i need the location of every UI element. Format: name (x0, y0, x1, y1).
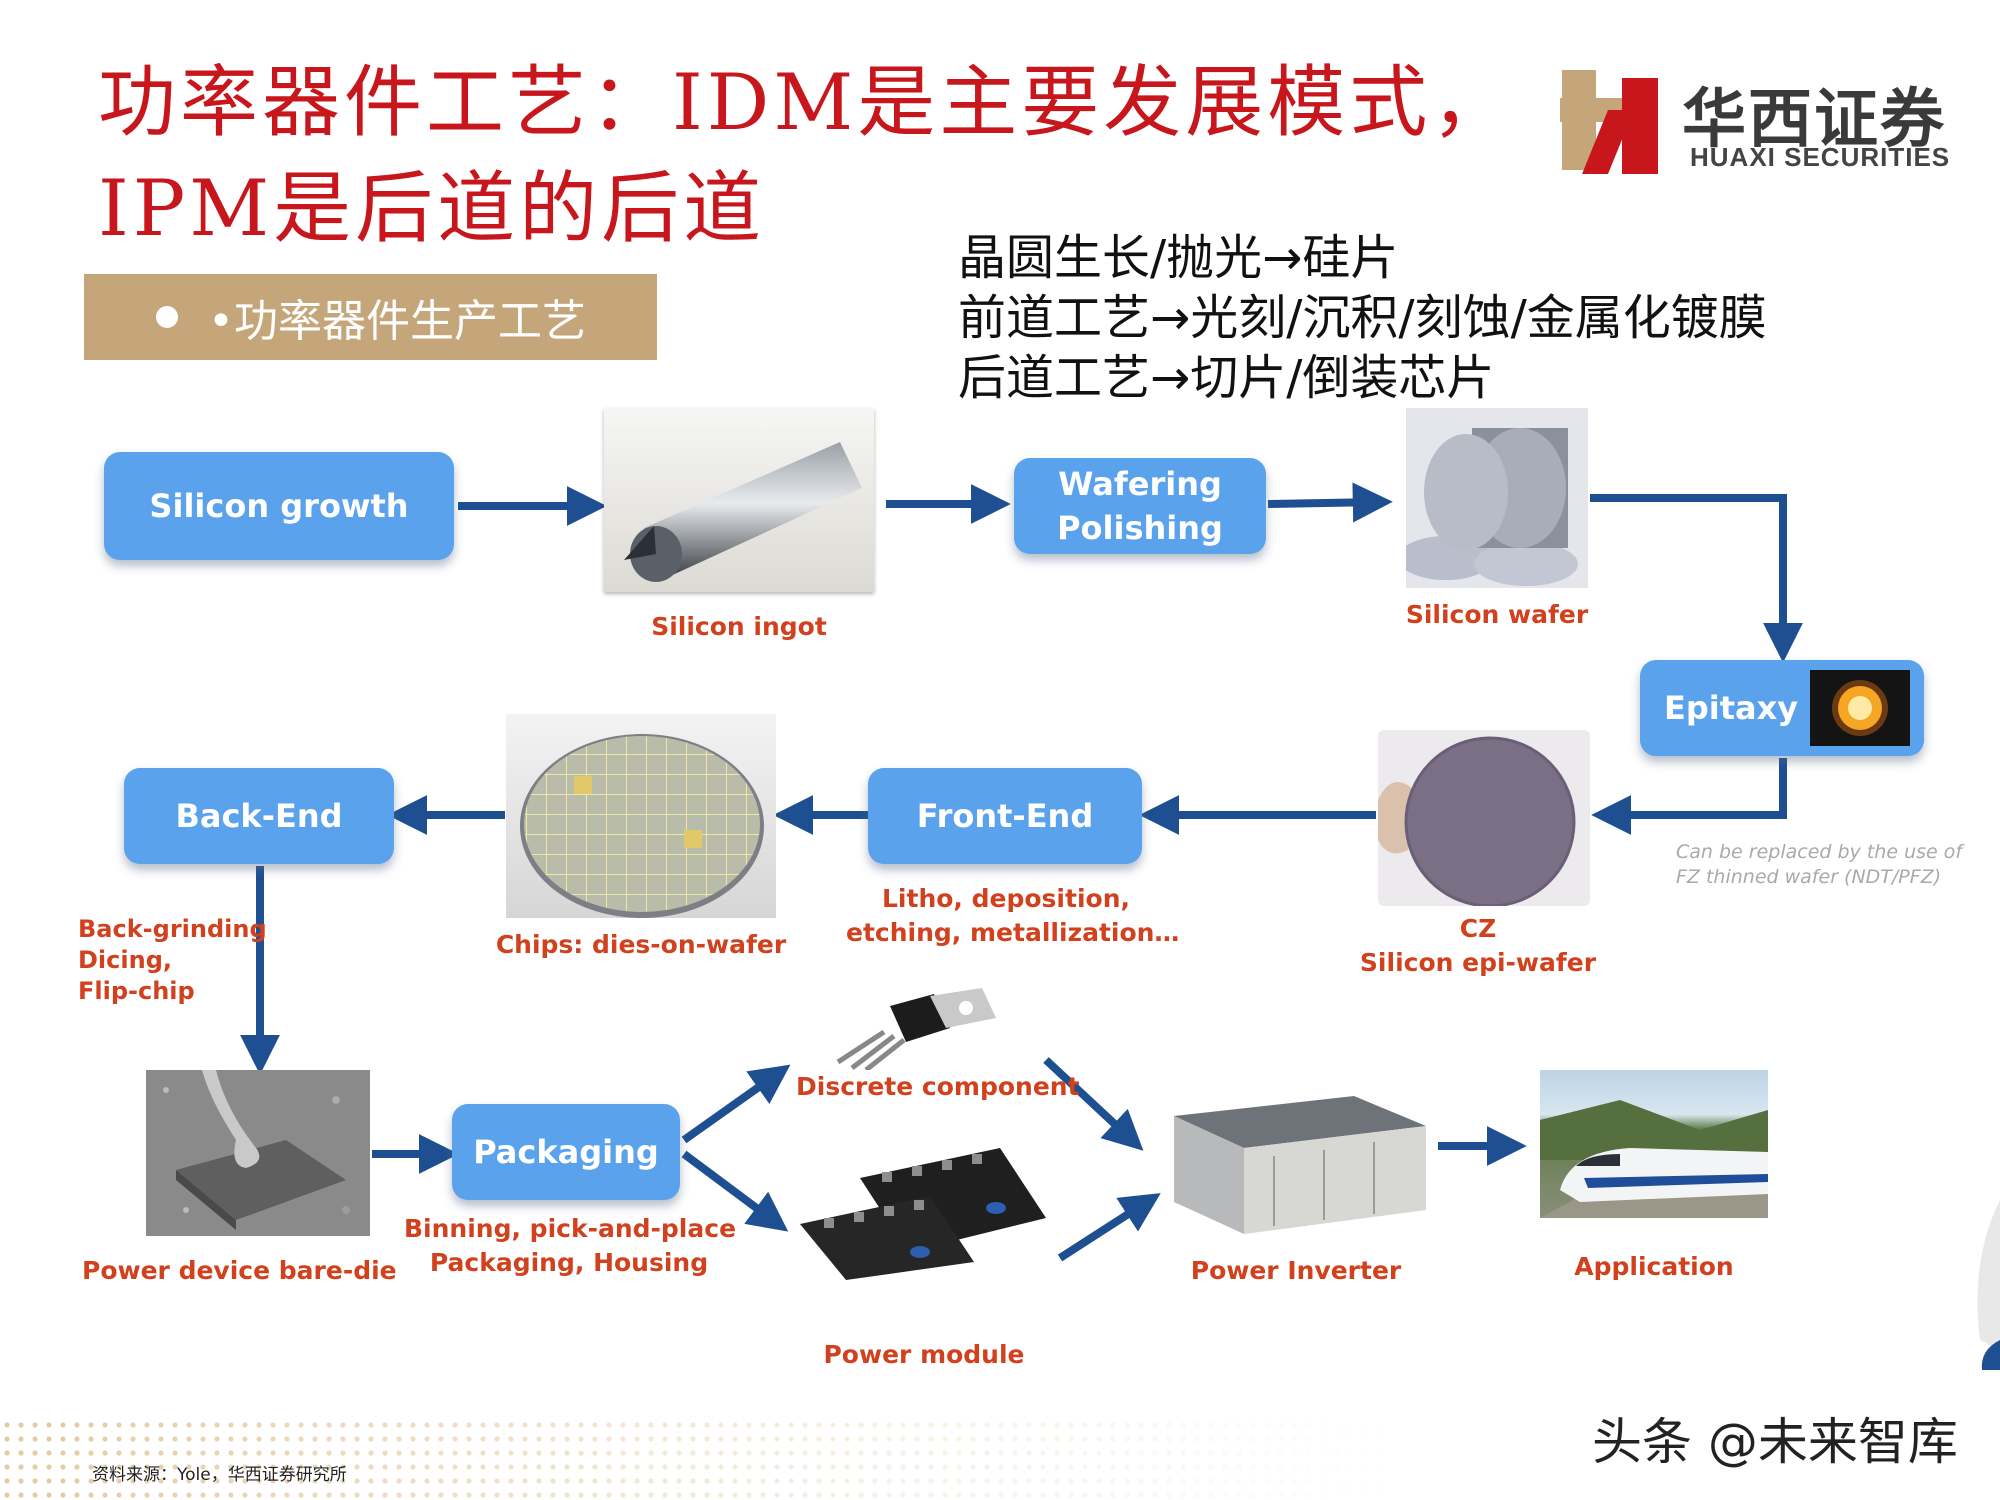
source-footnote: 资料来源：Yole，华西证券研究所 (92, 1465, 347, 1485)
page-title-line-2: IPM是后道的后道 (98, 164, 766, 254)
power-inverter-caption: Power Inverter (1190, 1256, 1402, 1285)
logo-english-name: HUAXI SECURITIES (1690, 142, 1951, 172)
process-notes: 晶圆生长/抛光→硅片 前道工艺→光刻/沉积/刻蚀/金属化镀膜 后道工艺→切片/倒… (958, 228, 1767, 408)
packaging-caption-line-1: Binning, pick-and-place (404, 1214, 737, 1243)
front-end-caption-line-1: Litho, deposition, (882, 884, 1130, 913)
section-header-label: •功率器件生产工艺 (208, 296, 586, 347)
back-end-box: Back-End (124, 768, 394, 864)
silicon-ingot-caption: Silicon ingot (651, 612, 827, 641)
flip-chip-step: Flip-chip (78, 977, 195, 1005)
wafering-label: Wafering (1058, 465, 1222, 503)
silicon-growth-label: Silicon growth (149, 487, 409, 525)
arrow-wafering-to-wafer (1267, 482, 1393, 523)
power-inverter-image (1164, 1096, 1428, 1236)
toutiao-watermark: 头条 @未来智库 (1592, 1413, 1958, 1471)
back-end-label: Back-End (175, 797, 343, 835)
application-caption: Application (1574, 1252, 1734, 1281)
arrow-packaging-to-module (681, 1150, 789, 1232)
front-end-caption-line-2: etching, metallization… (846, 918, 1180, 947)
page-title: 功率器件工艺：IDM是主要发展模式， IPM是后道的后道 (98, 50, 1528, 262)
epitaxy-box: Epitaxy (1640, 660, 1924, 756)
arrow-epitaxy-to-cz (1591, 758, 1787, 835)
epitaxy-alternative-note: Can be replaced by the use of FZ thinned… (1676, 840, 1962, 890)
front-end-box: Front-End (868, 768, 1142, 864)
bare-die-image (146, 1070, 370, 1236)
packaging-box: Packaging (452, 1104, 680, 1200)
huaxi-logo: 华西证券 HUAXI SECURITIES (1560, 68, 1960, 178)
front-end-label: Front-End (916, 797, 1094, 835)
packaging-label: Packaging (473, 1133, 659, 1171)
silicon-growth-box: Silicon growth (104, 452, 454, 560)
silicon-epi-wafer-caption: Silicon epi-wafer (1359, 948, 1597, 977)
process-note-3: 后道工艺→切片/倒装芯片 (958, 350, 1495, 406)
discrete-component-image (830, 988, 998, 1070)
process-note-2: 前道工艺→光刻/沉积/刻蚀/金属化镀膜 (958, 290, 1767, 346)
dicing-step: Dicing, (78, 946, 172, 974)
epitaxy-label: Epitaxy (1664, 689, 1799, 727)
epitaxy-reactor-icon (1810, 670, 1910, 746)
back-grinding-step: Back-grinding (78, 915, 267, 943)
process-note-1: 晶圆生长/抛光→硅片 (958, 230, 1399, 286)
huaxi-logo-icon (1560, 70, 1658, 174)
wafering-polishing-box: Wafering Polishing (1014, 458, 1266, 554)
logo-chinese-name: 华西证券 (1682, 82, 1946, 157)
page-title-line-1: 功率器件工艺：IDM是主要发展模式， (98, 58, 1514, 148)
cz-epi-wafer-image (1378, 730, 1590, 906)
decorative-edge-curve (1977, 1200, 2000, 1370)
bare-die-caption: Power device bare-die (82, 1256, 397, 1285)
back-end-steps: Back-grinding Dicing, Flip-chip (78, 914, 267, 1007)
dies-on-wafer-image (506, 714, 776, 918)
cz-caption: CZ (1459, 914, 1497, 943)
polishing-label: Polishing (1057, 509, 1223, 547)
silicon-wafer-image (1406, 408, 1588, 588)
arrow-wafer-to-epitaxy (1590, 494, 1803, 663)
arrow-packaging-to-discrete (681, 1064, 791, 1144)
discrete-component-caption: Discrete component (796, 1072, 1080, 1101)
silicon-wafer-caption: Silicon wafer (1405, 600, 1589, 629)
bullet-icon (156, 306, 178, 328)
application-train-image (1540, 1070, 1768, 1218)
power-module-image (800, 1148, 1048, 1280)
power-module-caption: Power module (823, 1340, 1025, 1369)
silicon-ingot-image (604, 408, 874, 592)
section-header-bar: •功率器件生产工艺 (84, 274, 657, 360)
arrow-discrete-to-inverter (1043, 1057, 1144, 1151)
dies-on-wafer-caption: Chips: dies-on-wafer (495, 930, 787, 959)
arrow-module-to-inverter (1057, 1193, 1161, 1262)
packaging-caption-line-2: Packaging, Housing (429, 1248, 709, 1277)
decorative-bottom-band (0, 1416, 1400, 1500)
epitaxy-note-line-1: Can be replaced by the use of (1676, 841, 1963, 863)
epitaxy-note-line-2: FZ thinned wafer (NDT/PFZ) (1676, 866, 1942, 888)
